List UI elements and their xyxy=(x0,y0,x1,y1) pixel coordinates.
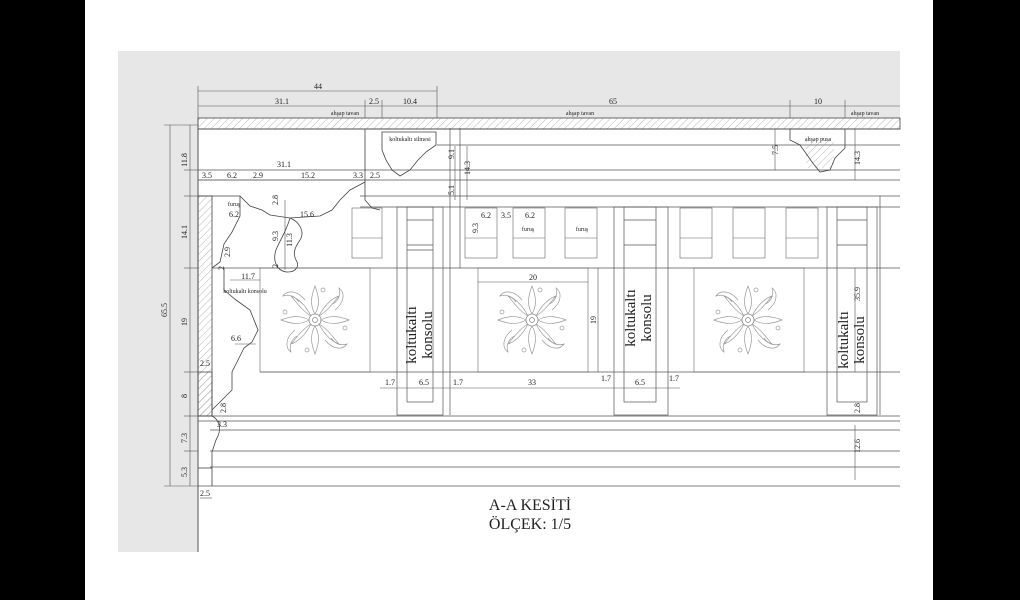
label-furus-1: furuş xyxy=(228,201,241,208)
dim-panel-1-7-c: 1.7 xyxy=(601,374,611,383)
dim-inner-2-b: 2 xyxy=(271,264,280,268)
dim-top-44: 44 xyxy=(314,82,322,91)
dim-panel-1-7-a: 1.7 xyxy=(385,378,395,387)
drawing-title: A-A KESİTİ xyxy=(488,497,572,514)
label-furus-3: furuş xyxy=(576,226,589,233)
console-label-2: koltukaltı konsolu xyxy=(623,289,655,347)
dim-inner-11-7: 11.7 xyxy=(241,272,255,281)
svg-text:koltukaltı: koltukaltı xyxy=(836,311,852,369)
dim-row2-2-5: 2.5 xyxy=(370,171,380,180)
dim-inner-15-6: 15.6 xyxy=(300,210,314,219)
dim-top-2-5: 2.5 xyxy=(369,97,379,106)
dim-inner-2-9: 2.9 xyxy=(223,247,232,257)
label-ahsap-tavan-3: ahşap tavan xyxy=(851,111,879,117)
carved-panels xyxy=(259,267,805,373)
dim-right-2-8: 2.8 xyxy=(853,403,862,413)
dim-left-19: 19 xyxy=(180,318,189,326)
dim-mid-9-3: 9.3 xyxy=(471,223,480,233)
dim-left-2-5: 2.5 xyxy=(200,359,210,368)
dimension-lines xyxy=(164,86,900,499)
consoles xyxy=(396,128,881,416)
dim-right-12-6: 12.6 xyxy=(853,439,862,453)
svg-text:konsolu: konsolu xyxy=(852,316,868,364)
console-label-3: koltukaltı konsolu xyxy=(836,311,868,369)
dim-bottom-left-2-5: 2.5 xyxy=(200,489,210,498)
dim-left-5-3: 5.3 xyxy=(180,467,189,477)
dim-left-7-3: 7.3 xyxy=(180,433,189,443)
furus-panels xyxy=(351,207,819,259)
dim-row2-3-5: 3.5 xyxy=(202,171,212,180)
left-profile xyxy=(197,181,366,486)
label-ahsap-tavan-2: ahşap tavan xyxy=(566,111,594,117)
dim-panel-1-7-b: 1.7 xyxy=(453,378,463,387)
dim-inner-6-2: 6.2 xyxy=(229,210,239,219)
dim-panel-1-7-d: 1.7 xyxy=(669,374,679,383)
dim-panel-20: 20 xyxy=(529,273,537,282)
dim-right-35-9: 35.9 xyxy=(853,287,862,301)
label-furus-2: furuş xyxy=(522,226,535,233)
dim-inner-2-a: 2 xyxy=(217,266,226,270)
top-mouldings xyxy=(364,128,846,211)
dim-panel-19: 19 xyxy=(589,316,598,324)
dim-top-10: 10 xyxy=(814,97,822,106)
dim-left-14-1: 14.1 xyxy=(180,225,189,239)
dim-top-31-1: 31.1 xyxy=(275,97,289,106)
label-koltukalti-silmesi: koltukaltı silmesi xyxy=(389,137,431,143)
dim-mid-5-1: 5.1 xyxy=(447,185,456,195)
dim-mid-6-2-b: 6.2 xyxy=(525,211,535,220)
dim-left-total: 65.5 xyxy=(160,303,169,317)
ceiling-band xyxy=(197,117,901,130)
dim-row2-6-2: 6.2 xyxy=(227,171,237,180)
dim-inner-2-8: 2.8 xyxy=(271,195,280,205)
dim-inner-6-6: 6.6 xyxy=(231,334,241,343)
dim-inner-3-3: 3.3 xyxy=(217,420,227,429)
console-label-1: koltukaltı konsolu xyxy=(404,306,436,364)
svg-text:koltukaltı: koltukaltı xyxy=(404,306,420,364)
drawing-panel xyxy=(198,118,900,552)
svg-text:konsolu: konsolu xyxy=(420,311,436,359)
drawing-caption: A-A KESİTİ ÖLÇEK: 1/5 xyxy=(430,496,630,534)
dim-inner-2-8-b: 2.8 xyxy=(219,403,228,413)
dim-row2-15-2: 15.2 xyxy=(301,171,315,180)
dim-mid-3-5: 3.5 xyxy=(501,211,511,220)
dim-top-65: 65 xyxy=(609,97,617,106)
dim-panel-33: 33 xyxy=(528,378,536,387)
svg-text:konsolu: konsolu xyxy=(639,294,655,342)
dim-mid-14-3: 14.3 xyxy=(463,161,472,175)
dim-mid-6-2-a: 6.2 xyxy=(481,211,491,220)
dim-left-11-8: 11.8 xyxy=(180,153,189,167)
dim-inner-9-3: 9.3 xyxy=(271,231,280,241)
dim-left-8: 8 xyxy=(180,394,189,398)
label-koltukalti-konsolu-small: koltukaltı konsolu xyxy=(223,289,267,295)
drawing-scale: ÖLÇEK: 1/5 xyxy=(488,516,572,533)
dim-inner-11-3: 11.3 xyxy=(285,233,294,247)
dim-panel-6-5-b: 6.5 xyxy=(635,378,645,387)
dim-mid-7-5: 7.5 xyxy=(771,145,780,155)
dim-row2-31-1: 31.1 xyxy=(277,160,291,169)
dim-mid-9-1: 9.1 xyxy=(447,149,456,159)
dim-row2-2-9: 2.9 xyxy=(253,171,263,180)
label-ahsap-pusa: ahşap pusa xyxy=(805,137,831,143)
dim-mid-14-3-b: 14.3 xyxy=(853,151,862,165)
dim-row2-3-3: 3.3 xyxy=(353,171,363,180)
label-ahsap-tavan-1: ahşap tavan xyxy=(331,111,359,117)
svg-text:koltukaltı: koltukaltı xyxy=(623,289,639,347)
dim-top-10-4: 10.4 xyxy=(403,97,417,106)
dim-panel-6-5-a: 6.5 xyxy=(419,378,429,387)
